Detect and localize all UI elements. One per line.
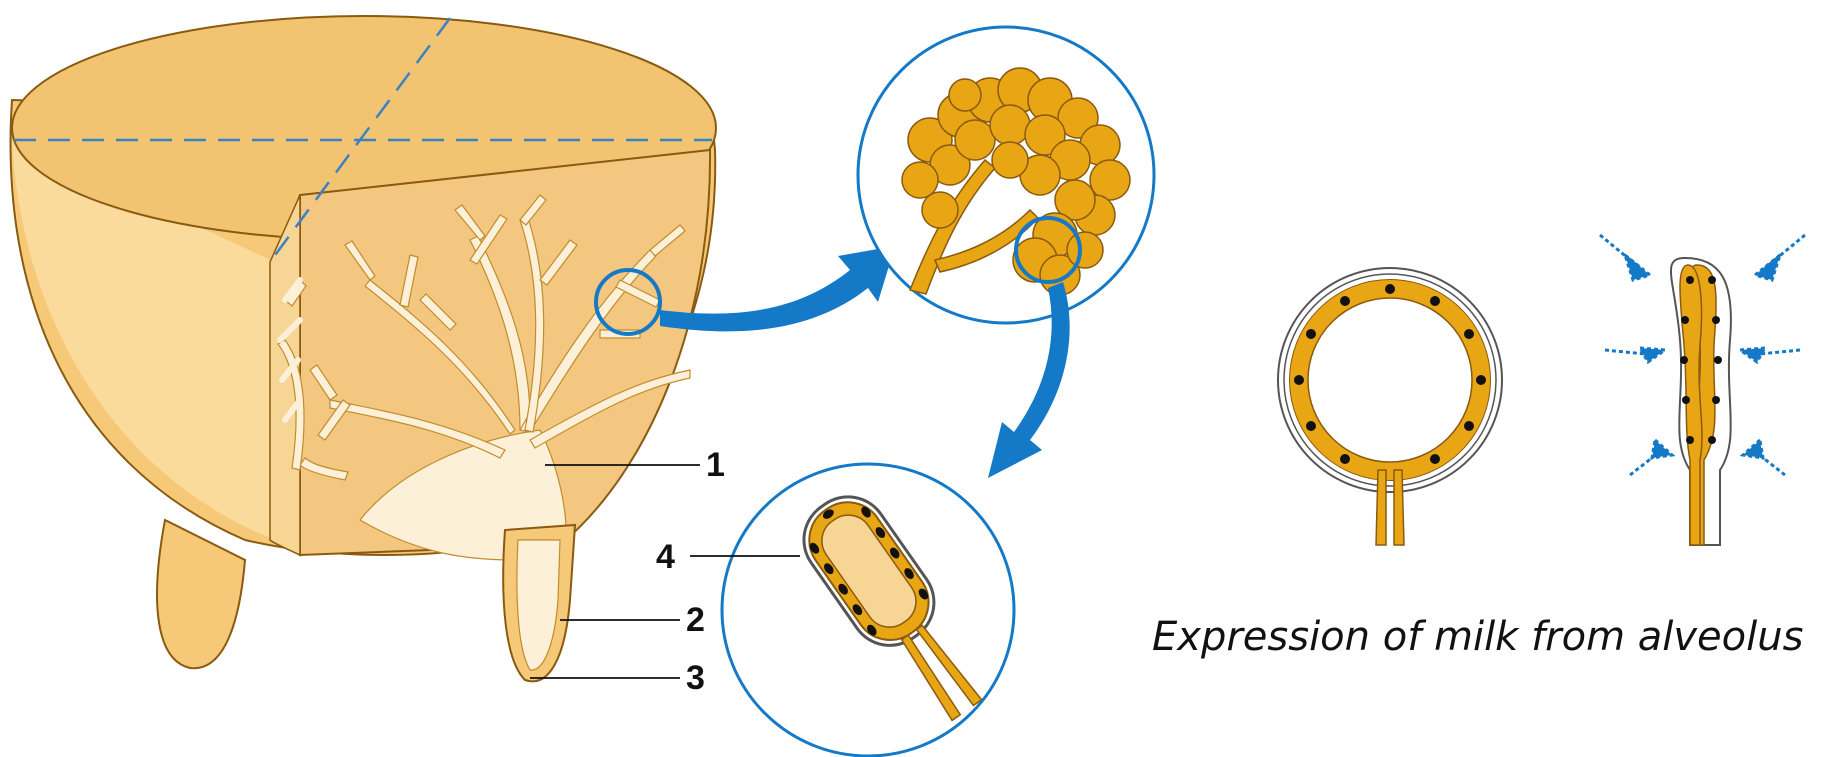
lobule-detail — [858, 27, 1154, 323]
expression-diagram: Expression of milk from alveolus — [1152, 235, 1805, 660]
arrow-mid-right — [1740, 348, 1800, 362]
label-2: 2 — [686, 601, 705, 639]
rear-teat-left — [157, 520, 245, 668]
arrow-top-right — [1755, 235, 1805, 280]
label-3: 3 — [686, 659, 705, 697]
alveolus-detail: 4 — [656, 464, 1014, 756]
expression-caption: Expression of milk from alveolus — [1152, 614, 1803, 660]
label-1: 1 — [706, 446, 725, 484]
arrow-top-left — [1600, 235, 1650, 280]
arrow-mid-left — [1605, 348, 1665, 362]
label-4: 4 — [656, 538, 675, 576]
udder: 1 2 3 — [11, 16, 725, 697]
arrow-bottom-left — [1630, 440, 1672, 475]
contracted-alveolus — [1671, 258, 1731, 545]
arrow-bottom-right — [1743, 440, 1785, 475]
relaxed-alveolus — [1278, 268, 1502, 545]
